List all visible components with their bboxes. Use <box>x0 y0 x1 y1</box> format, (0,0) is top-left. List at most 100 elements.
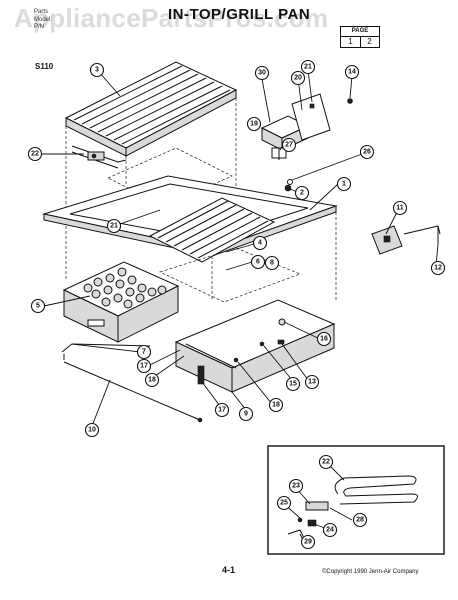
callout-16: 16 <box>316 331 332 347</box>
callout-8: 8 <box>264 255 280 271</box>
callout-13: 13 <box>304 374 320 390</box>
inset-screw-part-25 <box>297 517 303 523</box>
svg-text:29: 29 <box>304 539 312 546</box>
callout-2: 2 <box>294 185 310 201</box>
callout-11: 11 <box>392 200 408 216</box>
callout-1: 1 <box>336 176 352 192</box>
callout-14: 14 <box>344 64 360 80</box>
svg-text:28: 28 <box>356 517 364 524</box>
svg-text:15: 15 <box>289 381 297 388</box>
callout-12: 12 <box>430 260 446 276</box>
callout-17b: 17 <box>214 402 230 418</box>
lava-rocks <box>83 267 167 309</box>
callout-22: 22 <box>27 146 43 162</box>
svg-text:7: 7 <box>142 349 146 356</box>
inset-wire-part-29 <box>287 529 305 539</box>
switch-part-11 <box>371 225 403 255</box>
svg-text:2: 2 <box>300 190 304 197</box>
item-part-13 <box>277 339 285 345</box>
callout-21a: 21 <box>300 59 316 75</box>
item-part-15 <box>259 341 265 347</box>
heating-element-part-22 <box>71 145 127 169</box>
svg-text:24: 24 <box>326 527 334 534</box>
inset-clip-part-24 <box>307 519 317 527</box>
svg-text:23: 23 <box>292 483 300 490</box>
callout-24: 24 <box>322 522 338 538</box>
screw-part-14 <box>347 98 353 104</box>
callout-29: 29 <box>300 534 316 550</box>
header-line-3: P/N <box>34 24 45 30</box>
svg-text:8: 8 <box>270 260 274 267</box>
inset-bracket-part-23 <box>305 501 329 511</box>
footer-copyright: ©Copyright 1990 Jenn-Air Company <box>322 569 419 575</box>
svg-text:26: 26 <box>363 149 371 156</box>
svg-text:17: 17 <box>218 407 226 414</box>
svg-text:22: 22 <box>322 459 330 466</box>
fastener-part-26 <box>287 179 293 185</box>
callout-20: 20 <box>290 70 306 86</box>
page-number-box: PAGE 1 2 <box>340 26 380 48</box>
svg-text:18: 18 <box>148 377 156 384</box>
callout-18b: 18 <box>268 397 284 413</box>
svg-text:3: 3 <box>95 67 99 74</box>
callout-26: 26 <box>359 144 375 160</box>
item-part-18 <box>233 357 239 363</box>
header-line-2: Model: <box>34 16 53 23</box>
callout-28: 28 <box>352 512 368 528</box>
callout-25: 25 <box>276 495 292 511</box>
callout-23: 23 <box>288 478 304 494</box>
svg-text:16: 16 <box>320 336 328 343</box>
callout-3: 3 <box>89 62 105 78</box>
footer-page-number: 4-1 <box>222 565 236 575</box>
callout-4: 4 <box>252 235 268 251</box>
svg-text:6: 6 <box>256 259 260 266</box>
leader-lines <box>42 69 439 543</box>
page-box-of: 2 <box>367 37 372 46</box>
svg-text:11: 11 <box>396 205 404 212</box>
svg-text:14: 14 <box>348 69 356 76</box>
item-part-17 <box>197 365 205 385</box>
callout-27: 27 <box>281 137 297 153</box>
svg-text:25: 25 <box>280 500 288 507</box>
svg-text:20: 20 <box>294 75 302 82</box>
svg-text:1: 1 <box>342 181 346 188</box>
callout-21b: 21 <box>106 218 122 234</box>
callout-17a: 17 <box>136 358 152 374</box>
svg-text:10: 10 <box>88 427 96 434</box>
svg-text:27: 27 <box>285 142 293 149</box>
callout-9: 9 <box>238 406 254 422</box>
svg-text:18: 18 <box>272 402 280 409</box>
callout-22b: 22 <box>318 454 334 470</box>
inset-detail-box <box>267 445 445 555</box>
page-box-divider <box>360 37 361 47</box>
grill-grate-part-4 <box>148 197 276 263</box>
svg-text:12: 12 <box>434 265 442 272</box>
callout-15: 15 <box>285 376 301 392</box>
page-title: IN-TOP/GRILL PAN <box>168 6 311 23</box>
rod-part-10 <box>63 361 203 423</box>
watermark: AppliancePartsPros.com <box>14 3 329 33</box>
page-box-values: 1 2 <box>341 37 379 47</box>
callout-7: 7 <box>136 344 152 360</box>
callout-18a: 18 <box>144 372 160 388</box>
svg-text:13: 13 <box>308 379 316 386</box>
svg-text:22: 22 <box>31 151 39 158</box>
callout-30: 30 <box>254 65 270 81</box>
svg-text:21: 21 <box>304 64 312 71</box>
grill-grate-part-3 <box>64 61 238 157</box>
clip-part-27 <box>271 147 287 160</box>
rock-tray-part-5 <box>62 261 180 343</box>
header-info: Parts Model: P/N <box>34 9 52 32</box>
callout-10: 10 <box>84 422 100 438</box>
callout-6: 6 <box>250 254 266 270</box>
svg-text:9: 9 <box>244 411 248 418</box>
svg-text:17: 17 <box>140 363 148 370</box>
page-box-label: PAGE <box>341 27 379 37</box>
svg-text:5: 5 <box>36 303 40 310</box>
bracket-part-12 <box>403 225 441 244</box>
svg-text:30: 30 <box>258 70 266 77</box>
callout-19: 19 <box>246 116 262 132</box>
model-code: S110 <box>35 62 54 71</box>
